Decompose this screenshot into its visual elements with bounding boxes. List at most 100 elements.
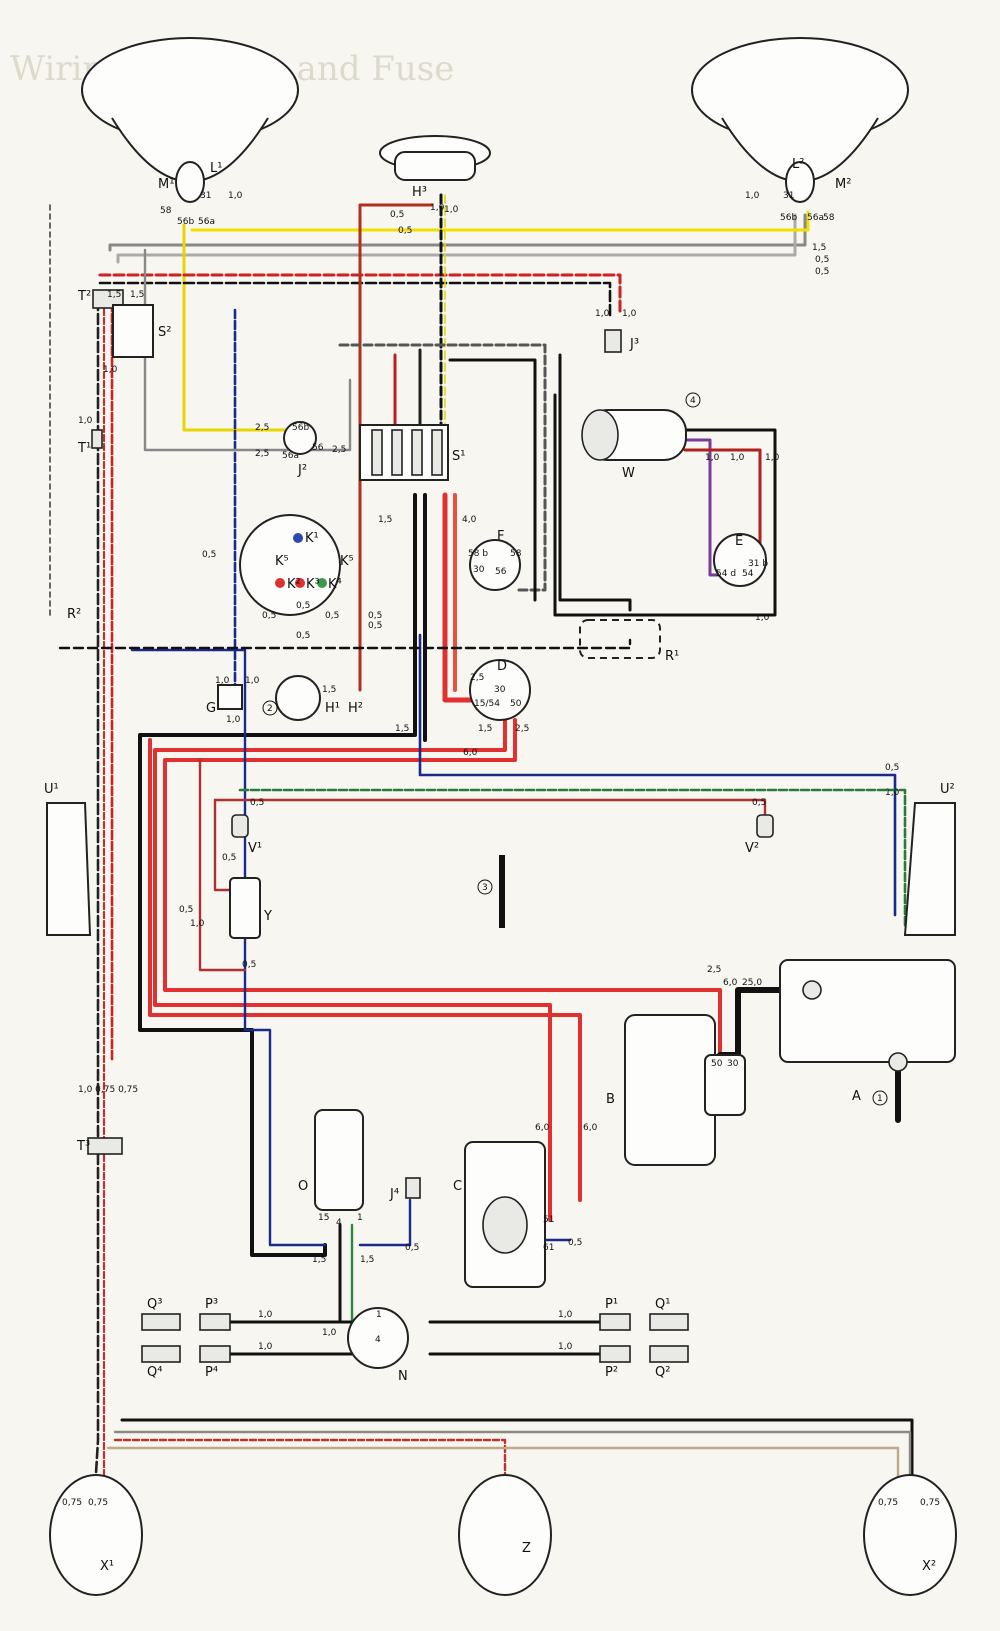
radio-r1 — [579, 619, 661, 659]
gauge: 0,5 — [398, 226, 412, 236]
gauge: 0,5 — [179, 905, 193, 915]
gauge: 0,5 — [815, 255, 829, 265]
label-T3: T³ — [76, 1139, 90, 1154]
gauge: 2,5 — [255, 423, 269, 433]
terminal: 56 — [495, 567, 507, 577]
gauge: 1,5 — [378, 515, 392, 525]
label-K2: K² — [287, 577, 301, 592]
gauge: 0,5 — [752, 798, 766, 808]
label-W: W — [622, 466, 635, 481]
gauge: 1,0 — [190, 919, 205, 929]
terminal: 15/54 — [474, 699, 500, 709]
connector-t2 — [92, 289, 124, 309]
battery-a — [779, 959, 956, 1072]
ignition-coil-o — [314, 1109, 364, 1211]
label-P3: P³ — [205, 1297, 218, 1312]
gauge: 6,0 — [463, 748, 478, 758]
label-N: N — [398, 1369, 408, 1384]
terminal: 58 b — [468, 549, 488, 559]
horn — [379, 135, 491, 181]
spark-plug-p2 — [599, 1345, 631, 1363]
terminal: 31 — [200, 191, 211, 201]
tail-light-u2 — [903, 802, 956, 936]
gauge: 1,0 — [430, 203, 445, 213]
light-switch-s2 — [112, 304, 154, 358]
gauge: 0,75 — [878, 1498, 898, 1508]
gauge: 1,5 — [812, 243, 826, 253]
ignition-switch-d — [469, 659, 531, 721]
gauge: 2,5 — [255, 449, 269, 459]
gauge: 1,5 — [395, 724, 409, 734]
turn-signal-v1 — [231, 814, 249, 838]
label-X1: X¹ — [100, 1559, 114, 1574]
gauge: 0,5 — [262, 611, 276, 621]
tail-light-u1 — [46, 802, 92, 936]
terminal: 30 — [494, 685, 506, 695]
dimmer-switch-j2 — [283, 421, 317, 455]
terminal: 1 — [376, 1310, 382, 1320]
brake-light-x2 — [863, 1474, 957, 1596]
gauge: 0,75 — [88, 1498, 108, 1508]
label-K1: K¹ — [305, 531, 319, 546]
turn-signal-v2 — [756, 814, 774, 838]
gauge: 0,5 — [885, 763, 899, 773]
switch-f — [469, 539, 521, 591]
gauge: 1,0 — [595, 309, 610, 319]
terminal: 56a — [198, 217, 215, 227]
gauge: 1,0 — [228, 191, 243, 201]
interior-light-y — [229, 877, 261, 939]
label-M1: M¹ — [158, 177, 174, 192]
headlight-left — [81, 37, 299, 203]
label-S1: S¹ — [452, 449, 465, 464]
label-A: A — [852, 1089, 861, 1104]
label-Q4: Q⁴ — [147, 1365, 162, 1380]
plug-q1 — [649, 1313, 689, 1331]
fuel-sender-g — [217, 684, 243, 710]
label-Q2: Q² — [655, 1365, 670, 1380]
gauge: 1,0 — [885, 788, 900, 798]
label-L2: L² — [792, 157, 804, 172]
gauge: 1,0 — [444, 205, 459, 215]
gauge: 6,0 — [535, 1123, 550, 1133]
gauge: 0,75 — [62, 1498, 82, 1508]
label-P2: P² — [605, 1365, 618, 1380]
gauge: 0,5 — [405, 1243, 419, 1253]
gauge: 1,0 — [103, 365, 118, 375]
terminal: 56a — [807, 213, 824, 223]
terminal: 61 — [543, 1243, 554, 1253]
terminal: 50 — [711, 1059, 723, 1069]
gauge: 2,5 — [515, 724, 529, 734]
label-R1: R¹ — [665, 649, 679, 664]
gauge: 2,5 — [707, 965, 721, 975]
spark-plug-p3 — [199, 1313, 231, 1331]
gauge: 1,0 — [622, 309, 637, 319]
label-K4: K⁴ — [328, 577, 342, 592]
gauge: 25,0 — [742, 978, 762, 988]
wiper-motor — [581, 409, 687, 461]
terminal: 31 b — [748, 559, 768, 569]
label-K5a: K⁵ — [275, 554, 289, 569]
fuse-box-s1 — [359, 424, 449, 481]
brake-switch-j3 — [604, 329, 622, 353]
terminal-labels: 31 58 56b 56a 31 56b 56a 58 56b 56 56a 5… — [160, 191, 835, 1345]
terminal: 50 — [510, 699, 522, 709]
terminal: 30 — [727, 1059, 739, 1069]
gauge: 0,5 — [296, 601, 310, 611]
gauge: 1,0 0,75 0,75 — [78, 1085, 138, 1095]
terminal: 58 — [510, 549, 522, 559]
gauge: 0,5 — [242, 960, 256, 970]
terminal: 4 — [375, 1335, 381, 1345]
headlight-right — [691, 37, 909, 203]
label-O: O — [298, 1179, 308, 1194]
label-C: C — [453, 1179, 462, 1194]
label-L1: L¹ — [210, 161, 222, 176]
label-J3: J³ — [629, 337, 639, 352]
terminal: 56b — [177, 217, 194, 227]
gauge: 1,5 — [322, 685, 336, 695]
label-D: D — [497, 659, 507, 674]
circled-markers: 1 2 3 4 — [262, 392, 888, 1106]
label-M2: M² — [835, 177, 851, 192]
gauge: 0,5 — [368, 611, 382, 621]
gauge: 1,5 — [360, 1255, 374, 1265]
gauge: 0,75 — [920, 1498, 940, 1508]
